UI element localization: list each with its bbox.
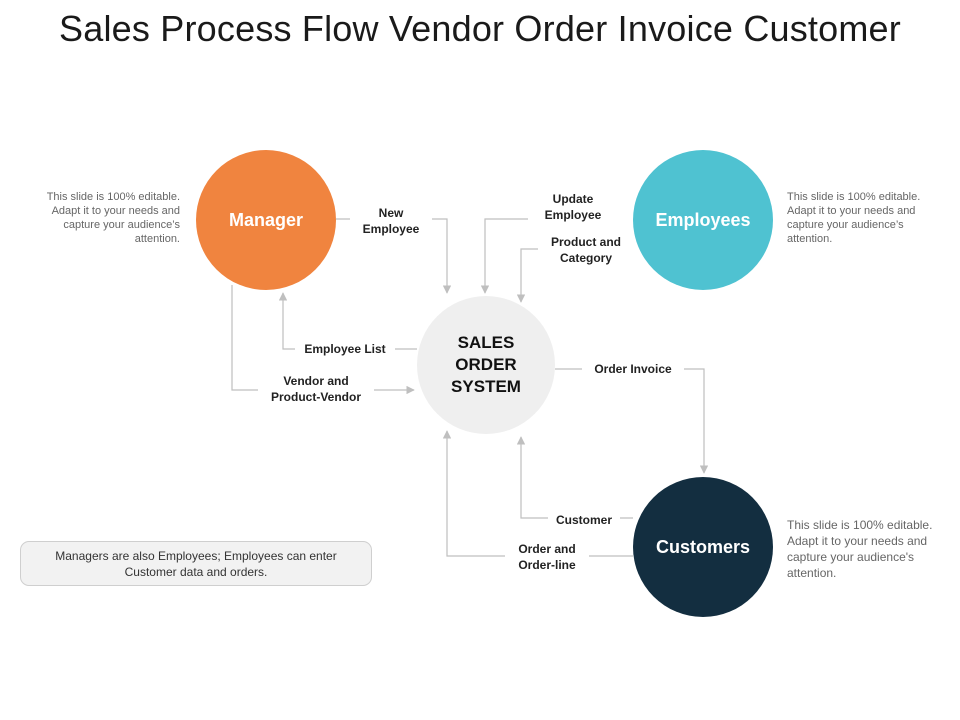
connector-order-line xyxy=(442,430,633,557)
connector-order-invoice xyxy=(555,368,709,474)
sales-order-system-node: SALES ORDER SYSTEM xyxy=(417,296,555,434)
manager-description: This slide is 100% editable. Adapt it to… xyxy=(46,191,180,245)
employees-label: Employees xyxy=(655,209,751,230)
flow-label-update-employee: Update Employee xyxy=(530,191,616,223)
note-box: Managers are also Employees; Employees c… xyxy=(20,541,372,586)
flow-label-product-category: Product and Category xyxy=(538,234,634,266)
manager-node: Manager xyxy=(196,150,336,290)
flow-label-customer: Customer xyxy=(548,512,620,528)
flow-label-order-invoice: Order Invoice xyxy=(582,361,684,377)
customers-node: Customers xyxy=(633,477,773,617)
employees-node: Employees xyxy=(633,150,773,290)
connector-customer xyxy=(516,436,633,519)
note-text: Managers are also Employees; Employees c… xyxy=(55,548,337,579)
page-title: Sales Process Flow Vendor Order Invoice … xyxy=(59,8,901,49)
connector-update-employee xyxy=(480,218,528,294)
flow-label-vendor-product: Vendor and Product-Vendor xyxy=(258,373,374,405)
flow-label-new-employee: New Employee xyxy=(350,205,432,237)
flow-label-order-line: Order and Order-line xyxy=(505,541,589,573)
manager-label: Manager xyxy=(228,209,304,230)
employees-description: This slide is 100% editable. Adapt it to… xyxy=(787,191,921,245)
customers-description: This slide is 100% editable. Adapt it to… xyxy=(787,518,933,580)
connector-product-category xyxy=(516,248,540,303)
sales-order-system-label: SALES ORDER SYSTEM xyxy=(451,333,521,396)
flow-label-employee-list: Employee List xyxy=(295,341,395,357)
customers-label: Customers xyxy=(655,536,751,557)
